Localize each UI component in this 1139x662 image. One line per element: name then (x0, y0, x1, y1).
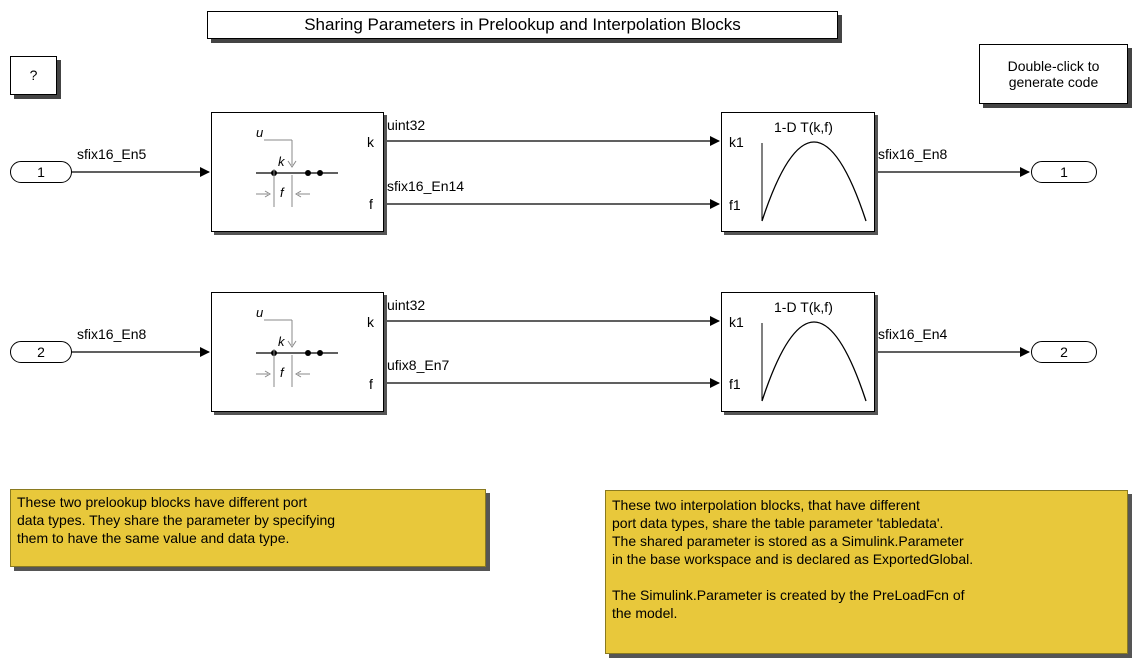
prelookup-port-k: k (367, 314, 374, 330)
note-line: port data types, share the table paramet… (612, 515, 944, 531)
signal-label-out1: sfix16_En8 (878, 146, 948, 162)
generate-code-button[interactable]: Double-click to generate code (979, 44, 1128, 104)
note-line: data types. They share the parameter by … (17, 512, 336, 528)
prelookup-k-label: k (278, 334, 285, 349)
prelookup-icon (256, 319, 338, 387)
help-button[interactable]: ? (10, 56, 57, 95)
prelookup-port-k: k (367, 134, 374, 150)
interpolation-port-f1: f1 (729, 376, 741, 392)
note-line: The Simulink.Parameter is created by the… (612, 587, 965, 603)
note-line: The shared parameter is stored as a Simu… (612, 533, 964, 549)
generate-code-line-2: generate code (1008, 74, 1099, 90)
signal-label-k-row1: uint32 (387, 117, 426, 133)
signal-label-f-row2: ufix8_En7 (387, 357, 450, 373)
signal-label-out2: sfix16_En4 (878, 326, 948, 342)
prelookup-f-label: f (280, 185, 284, 200)
prelookup-icon (256, 139, 338, 207)
note-line: them to have the same value and data typ… (17, 530, 290, 546)
interpolation-curve-icon (761, 141, 867, 222)
signal-label-in1: sfix16_En5 (77, 146, 147, 162)
prelookup-port-f: f (369, 376, 373, 392)
interpolation-port-k1: k1 (729, 314, 744, 330)
outport-1[interactable]: 1 (1031, 161, 1097, 183)
signal-label-in2: sfix16_En8 (77, 326, 147, 342)
outport-2[interactable]: 2 (1031, 341, 1097, 363)
model-title: Sharing Parameters in Prelookup and Inte… (207, 11, 838, 39)
prelookup-port-f: f (369, 196, 373, 212)
prelookup-k-label: k (278, 154, 285, 169)
interpolation-curve-icon (761, 321, 867, 402)
generate-code-line-1: Double-click to (1007, 58, 1100, 74)
prelookup-u-label: u (256, 125, 264, 140)
interpolation-block-2[interactable]: 1-D T(k,f) k1 f1 (721, 292, 875, 412)
note-line: These two interpolation blocks, that hav… (612, 497, 920, 513)
signal-label-k-row2: uint32 (387, 297, 426, 313)
interpolation-title: 1-D T(k,f) (774, 119, 833, 135)
prelookup-u-label: u (256, 305, 264, 320)
interpolation-port-f1: f1 (729, 197, 741, 213)
prelookup-block-1[interactable]: u k f k f (211, 112, 384, 232)
interpolation-block-1[interactable]: 1-D T(k,f) k1 f1 (721, 112, 875, 232)
note-line: in the base workspace and is declared as… (612, 551, 974, 567)
prelookup-f-label: f (280, 365, 284, 380)
interpolation-note: These two interpolation blocks, that hav… (605, 490, 1128, 654)
inport-2[interactable]: 2 (10, 341, 72, 363)
inport-1[interactable]: 1 (10, 161, 72, 183)
signal-label-f-row1: sfix16_En14 (387, 178, 465, 194)
interpolation-port-k1: k1 (729, 134, 744, 150)
prelookup-block-2[interactable]: u k f k f (211, 292, 384, 412)
interpolation-title: 1-D T(k,f) (774, 299, 833, 315)
prelookup-note: These two prelookup blocks have differen… (10, 489, 486, 567)
note-line: These two prelookup blocks have differen… (17, 494, 308, 510)
note-line: the model. (612, 605, 678, 621)
